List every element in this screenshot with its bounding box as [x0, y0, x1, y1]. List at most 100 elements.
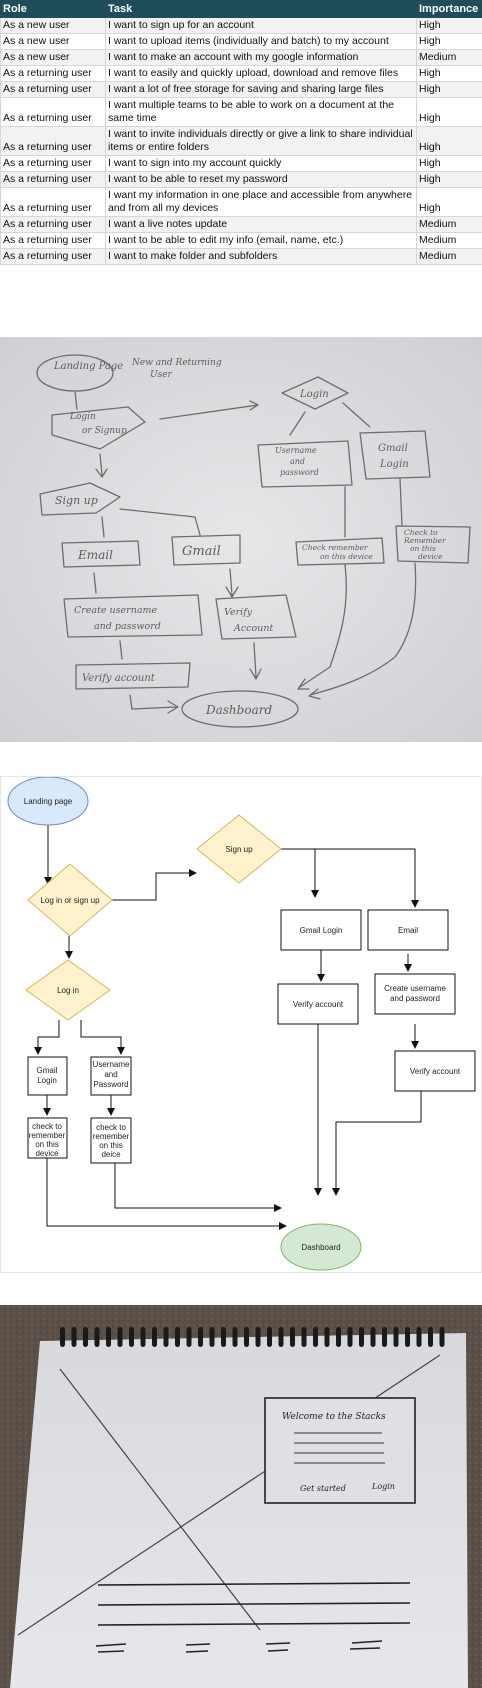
cell-role: As a returning user	[0, 81, 106, 98]
sketch-verify-left-label: Verify account	[82, 673, 156, 684]
cell-role: As a new user	[0, 33, 106, 50]
sketch-check-right-l1: Check to	[404, 528, 438, 537]
spiral-ring	[221, 1327, 226, 1347]
fc-login-node: Log in	[25, 959, 111, 1021]
sketch-gmail-l2: Login	[379, 459, 409, 470]
notebook-page: Welcome to the Stacks Get started Login	[10, 1327, 468, 1688]
fc-username-l3: Password	[93, 1080, 128, 1089]
cell-importance: Medium	[416, 232, 482, 249]
header-task: Task	[105, 0, 417, 18]
spiral-ring	[175, 1327, 180, 1347]
cell-importance: High	[416, 81, 482, 98]
fc-verify-account-label: Verify account	[293, 1000, 344, 1009]
spiral-ring	[336, 1327, 341, 1347]
cell-importance: High	[416, 155, 482, 172]
spiral-ring	[267, 1327, 272, 1347]
cell-task: I want to sign up for an account	[105, 17, 417, 34]
fc-dashboard-label: Dashboard	[301, 1243, 340, 1252]
cell-importance: Medium	[416, 248, 482, 265]
spiral-ring	[255, 1327, 261, 1347]
spiral-ring	[232, 1327, 238, 1347]
spiral-ring	[359, 1327, 364, 1347]
cell-task: I want to make folder and subfolders	[105, 248, 417, 265]
cell-task: I want to sign into my account quickly	[105, 155, 417, 172]
sketch-check-right-l3: on this	[410, 544, 436, 553]
table-header-row: Role Task Importance	[0, 0, 482, 18]
header-importance: Importance	[416, 0, 482, 18]
sketch-check-remember-left: Check remember on this device	[295, 537, 385, 566]
fc-signup-label: Sign up	[225, 845, 253, 854]
fc-create-user-node: Create username and password	[374, 973, 456, 1015]
cell-task: I want to be able to edit my info (email…	[105, 232, 417, 249]
fc-check-left-l4: device	[35, 1149, 59, 1158]
sketch-signup-label: Sign up	[55, 494, 98, 507]
fc-username-l1: Username	[93, 1060, 130, 1069]
spiral-ring	[117, 1327, 123, 1347]
sketch-login-or-signup-l1: Login	[69, 412, 96, 422]
spiral-ring	[129, 1327, 134, 1347]
sketch-note-line1: New and Returning	[131, 358, 222, 368]
fc-check-left-l2: remember	[29, 1131, 66, 1140]
sketch-gmail-l1: Gmail	[378, 443, 408, 454]
wireframe-title: Welcome to the Stacks	[282, 1412, 386, 1422]
sketch-create-l1: Create username	[74, 605, 158, 616]
cell-importance: High	[416, 171, 482, 188]
fc-gmail-login-left-node: Gmail Login	[27, 1056, 68, 1096]
fc-create-user-l1: Create username	[384, 984, 446, 993]
digital-flowchart: Landing page Log in or sign up Sign up L…	[0, 776, 482, 1273]
cell-role: As a new user	[0, 17, 106, 34]
spiral-ring	[439, 1327, 445, 1347]
spiral-binding	[60, 1327, 445, 1347]
fc-check-right-l3: on this	[99, 1141, 123, 1150]
fc-gmail-login-label: Gmail Login	[300, 926, 343, 935]
fc-username-l2: and	[104, 1070, 117, 1079]
sketch-check-right-l2: Remember	[403, 536, 446, 545]
sketch-username-l1: Username	[275, 446, 317, 455]
spiral-ring	[244, 1327, 249, 1347]
cell-role: As a new user	[0, 49, 106, 66]
fc-landing-label: Landing page	[24, 797, 73, 806]
fc-login-label: Log in	[57, 986, 79, 995]
fc-check-right-l4: deice	[101, 1150, 121, 1159]
fc-check-left-node: check to remember on this device	[27, 1117, 68, 1159]
cell-importance: High	[416, 187, 482, 217]
spiral-ring	[370, 1327, 376, 1347]
fc-email-label: Email	[398, 926, 418, 935]
spiral-ring	[347, 1327, 353, 1347]
wireframe-sketch-photo: Welcome to the Stacks Get started Login	[0, 1305, 482, 1688]
sketch-username-password-node: Username and password	[257, 440, 353, 488]
fc-login-or-signup-label: Log in or sign up	[40, 896, 100, 905]
sketch-landing-node: Landing Page	[36, 354, 123, 392]
sketch-dashboard-node: Dashboard	[181, 690, 299, 728]
fc-check-right-l1: check to	[96, 1123, 126, 1132]
spiral-ring	[278, 1327, 284, 1347]
sketch-email-label: Email	[77, 548, 113, 562]
sketch-note-line2: User	[150, 370, 173, 380]
sketch-check-right-l4: device	[418, 552, 443, 561]
fc-check-right-node: check to remember on this deice	[90, 1117, 132, 1164]
cell-role: As a returning user	[0, 155, 106, 172]
fc-gmail-left-l2: Login	[37, 1076, 57, 1085]
sketch-create-l2: and password	[94, 621, 161, 632]
fc-email-node: Email	[367, 909, 449, 951]
sketch-dashboard-label: Dashboard	[205, 703, 272, 717]
fc-signup-node: Sign up	[196, 814, 282, 884]
cell-role: As a returning user	[0, 97, 106, 127]
spiral-ring	[83, 1327, 88, 1347]
spiral-ring	[290, 1327, 295, 1347]
cell-task: I want to make an account with my google…	[105, 49, 417, 66]
cell-task: I want to upload items (individually and…	[105, 33, 417, 50]
sketch-check-left-l1: Check remember	[302, 543, 368, 552]
spiral-ring	[152, 1327, 157, 1347]
fc-dashboard-node: Dashboard	[280, 1223, 362, 1271]
cell-role: As a returning user	[0, 171, 106, 188]
sketch-verify-mid-node: Verify Account	[215, 594, 297, 640]
cell-role: As a returning user	[0, 126, 106, 156]
sketch-gmail-node: Gmail	[171, 534, 241, 566]
